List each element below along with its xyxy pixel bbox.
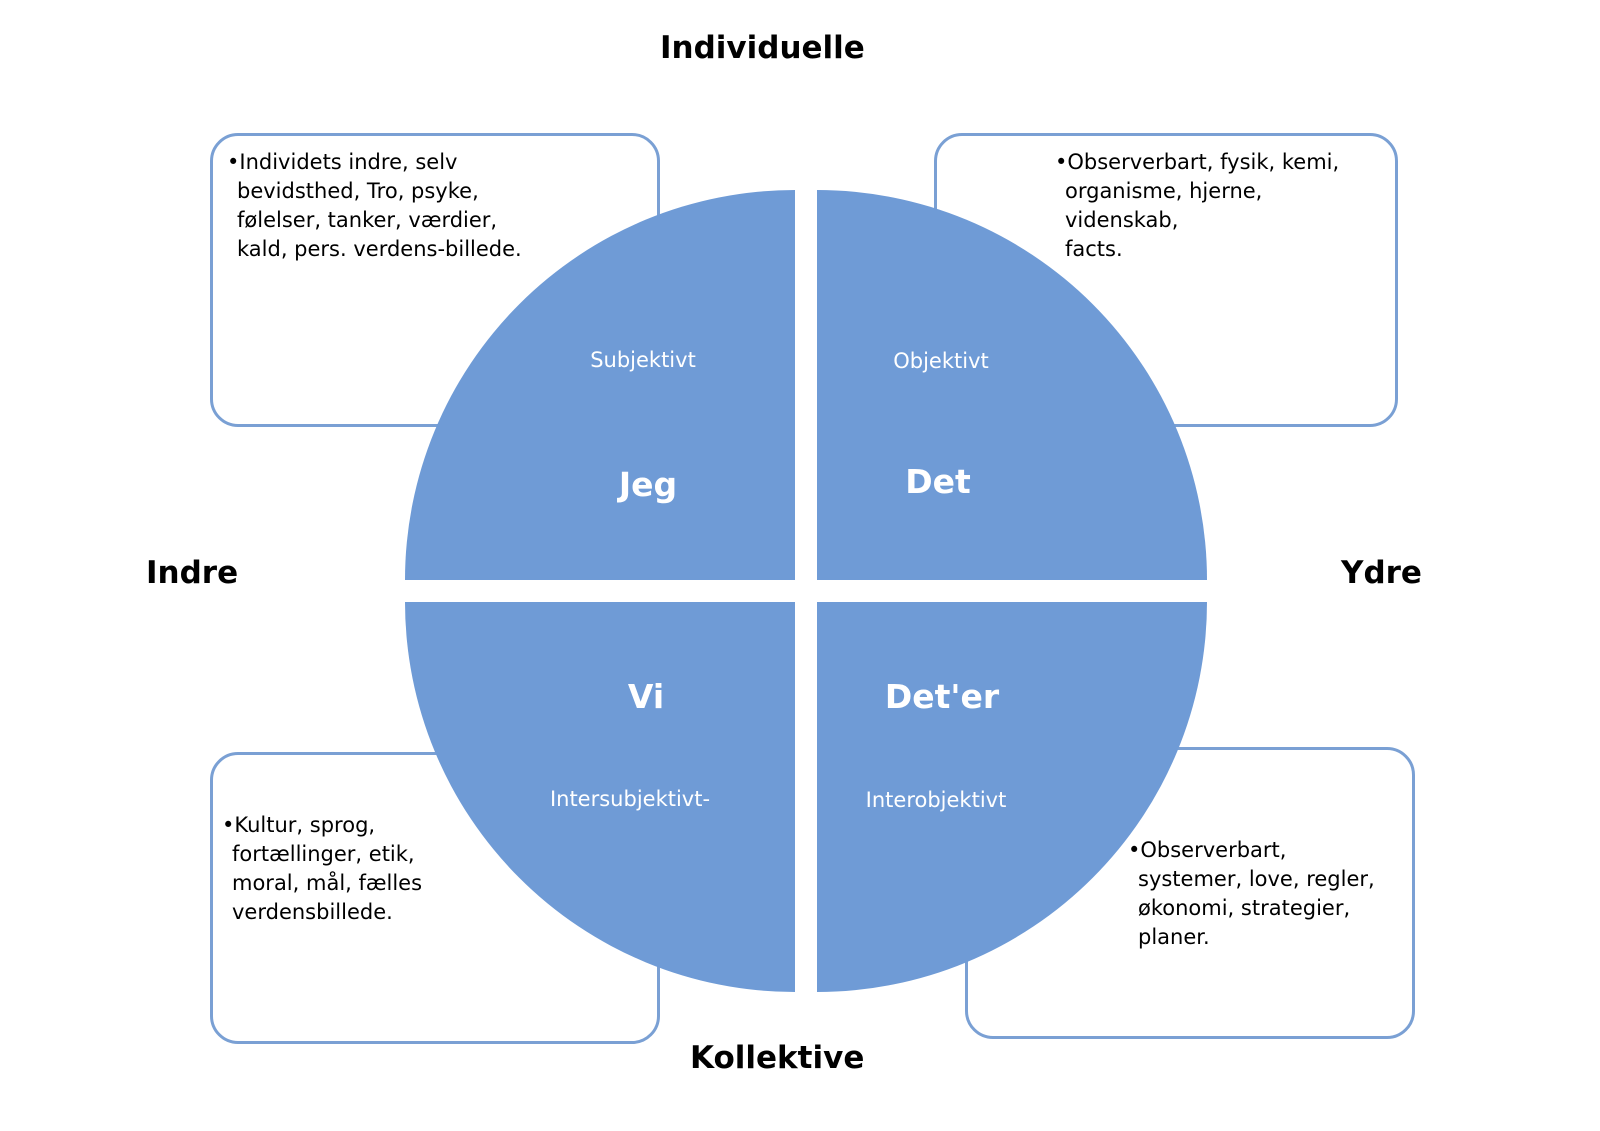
info-line: følelser, tanker, værdier, [237,208,498,232]
info-line: bevidsthed, Tro, psyke, [237,179,479,203]
info-line: planer. [1138,925,1210,949]
axis-label-inner: Indre [146,555,239,591]
quadrant-subtitle-bottom-left: Intersubjektivt- [549,787,711,811]
quadrant-subtitle-bottom-right: Interobjektivt [865,788,1007,812]
info-line: facts. [1065,237,1123,261]
info-text-bottom-right: •Observerbart, systemer, love, regler, ø… [1128,836,1375,952]
info-text-top-left: •Individets indre, selv bevidsthed, Tro,… [227,148,522,264]
info-line: organisme, hjerne, [1065,179,1263,203]
info-line: •Individets indre, selv [227,150,458,174]
info-line: fortællinger, etik, [232,842,415,866]
quadrant-bottom-left [405,602,795,992]
info-line: verdensbillede. [232,900,393,924]
quadrant-subtitle-top-right: Objektivt [893,349,989,373]
quadrant-title-top-left: Jeg [618,465,678,504]
quadrant-top-left [405,190,795,580]
info-line: kald, pers. verdens-billede. [237,237,522,261]
quadrant-title-top-right: Det [905,462,971,501]
info-line: •Observerbart, [1128,838,1287,862]
quadrant-bottom-right [817,602,1207,992]
info-line: •Observerbart, fysik, kemi, [1055,150,1340,174]
axis-label-collective: Kollektive [690,1040,865,1076]
info-line: •Kultur, sprog, [222,813,376,837]
info-line: videnskab, [1065,208,1179,232]
quadrant-subtitle-top-left: Subjektivt [590,348,696,372]
quadrant-top-right [817,190,1207,580]
quadrant-title-bottom-right: Det'er [884,677,1000,716]
info-line: økonomi, strategier, [1138,896,1351,920]
info-line: systemer, love, regler, [1138,867,1375,891]
info-text-top-right: •Observerbart, fysik, kemi, organisme, h… [1055,148,1339,264]
info-line: moral, mål, fælles [232,871,423,895]
axis-label-outer: Ydre [1341,555,1422,591]
quadrant-title-bottom-left: Vi [627,677,665,716]
info-text-bottom-left: •Kultur, sprog, fortællinger, etik, mora… [222,811,422,927]
axis-label-individual: Individuelle [660,30,865,66]
